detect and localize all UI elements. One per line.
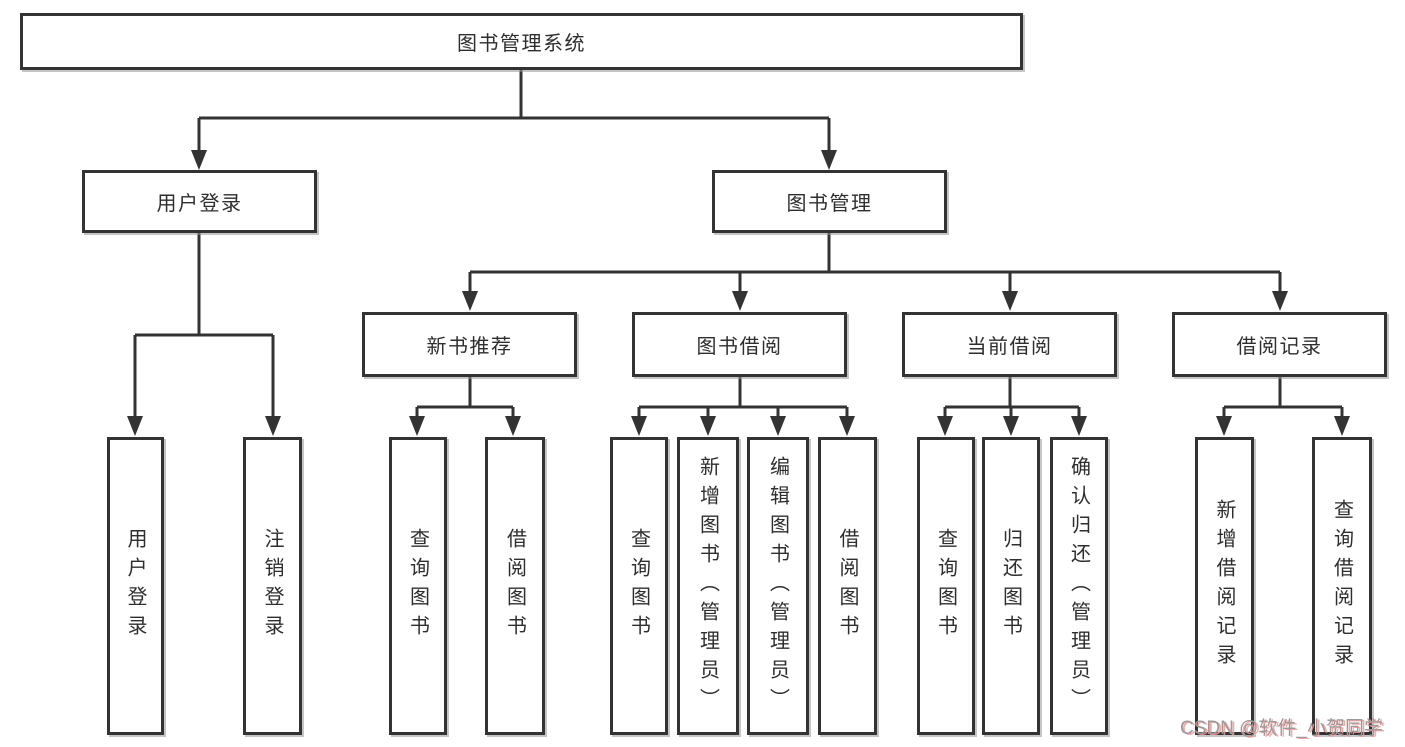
node-library-system: 图书管理系统 (20, 13, 1023, 70)
node-add-borrow-record: 新增借阅记录 (1195, 437, 1254, 735)
node-current-borrow: 当前借阅 (902, 312, 1117, 377)
node-return-book: 归还图书 (982, 437, 1040, 735)
node-borrow-books-recommend: 借阅图书 (485, 437, 545, 735)
node-query-books-recommend: 查询图书 (389, 437, 447, 735)
node-edit-book-admin: 编辑图书（管理员） (747, 437, 809, 735)
node-user-login-leaf: 用户登录 (107, 437, 164, 735)
node-book-management: 图书管理 (712, 170, 947, 233)
node-borrow-books-leaf: 借阅图书 (818, 437, 877, 735)
arrowheads (127, 150, 1350, 436)
node-new-book-recommend: 新书推荐 (362, 312, 577, 377)
node-query-books-borrow: 查询图书 (610, 437, 668, 735)
node-user-login: 用户登录 (82, 170, 317, 233)
node-query-borrow-record: 查询借阅记录 (1312, 437, 1372, 735)
node-logout: 注销登录 (243, 437, 302, 735)
watermark-text: CSDN @软件_小贺同学 (1180, 718, 1383, 739)
node-add-book-admin: 新增图书（管理员） (677, 437, 739, 735)
node-borrow-records: 借阅记录 (1172, 312, 1387, 377)
node-confirm-return-admin: 确认归还（管理员） (1050, 437, 1108, 735)
node-book-borrow: 图书借阅 (632, 312, 847, 377)
node-query-books-current: 查询图书 (917, 437, 975, 735)
